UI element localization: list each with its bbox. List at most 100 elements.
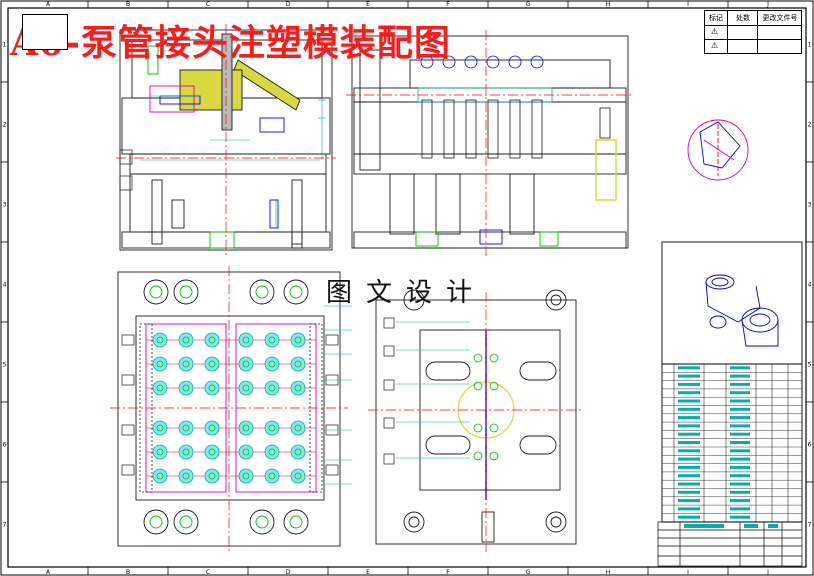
zone-row-label: 3	[808, 202, 812, 209]
cavity-insert	[290, 356, 306, 372]
core-pin	[182, 336, 190, 344]
bom-entry	[730, 424, 750, 428]
cavity-insert	[238, 332, 254, 348]
zone-column-label: E	[366, 569, 370, 576]
core-pin	[182, 360, 190, 368]
zone-column-label: A	[46, 1, 51, 8]
bom-entry	[678, 449, 700, 453]
core-pin	[268, 336, 276, 344]
hose-fitting	[121, 374, 135, 386]
zone-column-label: A	[46, 569, 51, 576]
bom-entry	[730, 482, 750, 486]
bom-entry	[678, 391, 700, 395]
cavity-insert	[238, 444, 254, 460]
core-pin	[156, 472, 164, 480]
bom-entry	[730, 449, 750, 453]
bom-entry	[678, 441, 700, 444]
part-isometric	[661, 241, 803, 365]
zone-row-label: 7	[808, 522, 812, 529]
zone-row-label: 5	[808, 362, 812, 369]
bom-entry	[730, 382, 750, 386]
zone-column-label: I	[687, 569, 689, 576]
zone-row-label: 7	[3, 522, 7, 529]
core-pin	[208, 360, 216, 368]
core-pin	[294, 424, 302, 432]
core-pin	[182, 384, 190, 392]
hose-fitting	[325, 334, 339, 346]
cavity-insert	[238, 468, 254, 484]
cavity-insert	[238, 420, 254, 436]
bom-entry	[730, 507, 750, 511]
hose-fitting	[121, 464, 135, 476]
bom-entry	[730, 399, 750, 403]
watermark-text: 图文设计	[326, 278, 487, 308]
core-pin	[182, 424, 190, 432]
leader-lines-right	[396, 321, 470, 459]
bom-entry	[730, 432, 750, 436]
bom-entry	[678, 366, 700, 370]
cavity-insert	[152, 420, 168, 436]
bom-entry	[678, 474, 700, 478]
zone-column-label: E	[366, 1, 370, 8]
corner-bores-left	[143, 279, 309, 535]
zone-row-label: 1	[808, 42, 812, 49]
hose-fitting	[121, 424, 135, 436]
cavity-insert	[204, 332, 220, 348]
cavity-insert	[290, 420, 306, 436]
cavity-insert	[264, 332, 280, 348]
rev-header-docno: 更改文件号	[762, 14, 798, 22]
cavity-insert	[238, 356, 254, 372]
zone-column-label: F	[446, 1, 450, 8]
zone-column-label: H	[606, 1, 611, 8]
cavity-insert	[178, 380, 194, 396]
bom-entry	[730, 416, 750, 420]
cavity-insert	[290, 468, 306, 484]
bom-entry	[730, 457, 750, 461]
revision-table: 标记 处数 更改文件号 ⚠ ⚠	[704, 10, 802, 54]
zone-row-label: 6	[3, 442, 7, 449]
core-pin	[208, 448, 216, 456]
parts-list	[661, 363, 803, 523]
core-pin	[182, 472, 190, 480]
cavity-insert	[264, 468, 280, 484]
bom-entry	[730, 407, 750, 411]
cavity-insert	[152, 444, 168, 460]
bom-entry	[730, 465, 750, 469]
zone-row-label: 6	[808, 442, 812, 449]
bom-entry	[678, 407, 700, 411]
cavity-insert	[290, 444, 306, 460]
rev-header-count: 处数	[736, 14, 750, 22]
bom-entry	[678, 465, 700, 469]
core-pin	[156, 424, 164, 432]
bom-entry	[730, 366, 750, 370]
cavity-grid	[139, 323, 323, 493]
zone-column-label: D	[286, 1, 291, 8]
cavity-insert	[264, 420, 280, 436]
core-pin	[294, 360, 302, 368]
cavity-insert	[178, 356, 194, 372]
core-pin	[242, 448, 250, 456]
cavity-insert	[204, 420, 220, 436]
bom-entry	[678, 499, 700, 503]
section-view-right	[351, 35, 629, 249]
zone-column-label: C	[206, 569, 210, 576]
zone-column-label: C	[206, 1, 210, 8]
bom-entry	[730, 441, 750, 444]
core-pin	[268, 448, 276, 456]
hose-fittings-right	[383, 317, 395, 465]
zone-column-label: H	[606, 569, 611, 576]
zone-row-label: 4	[808, 282, 812, 289]
bom-entry	[678, 457, 700, 461]
cavity-row-right	[417, 55, 617, 201]
zone-column-label: J	[766, 1, 769, 8]
hose-fitting	[121, 334, 135, 346]
zone-column-label: G	[526, 569, 531, 576]
zone-column-label: F	[446, 569, 450, 576]
zone-row-label: 4	[3, 282, 7, 289]
bom-entry	[730, 490, 750, 494]
cavity-insert	[204, 444, 220, 460]
cavity-insert	[204, 380, 220, 396]
